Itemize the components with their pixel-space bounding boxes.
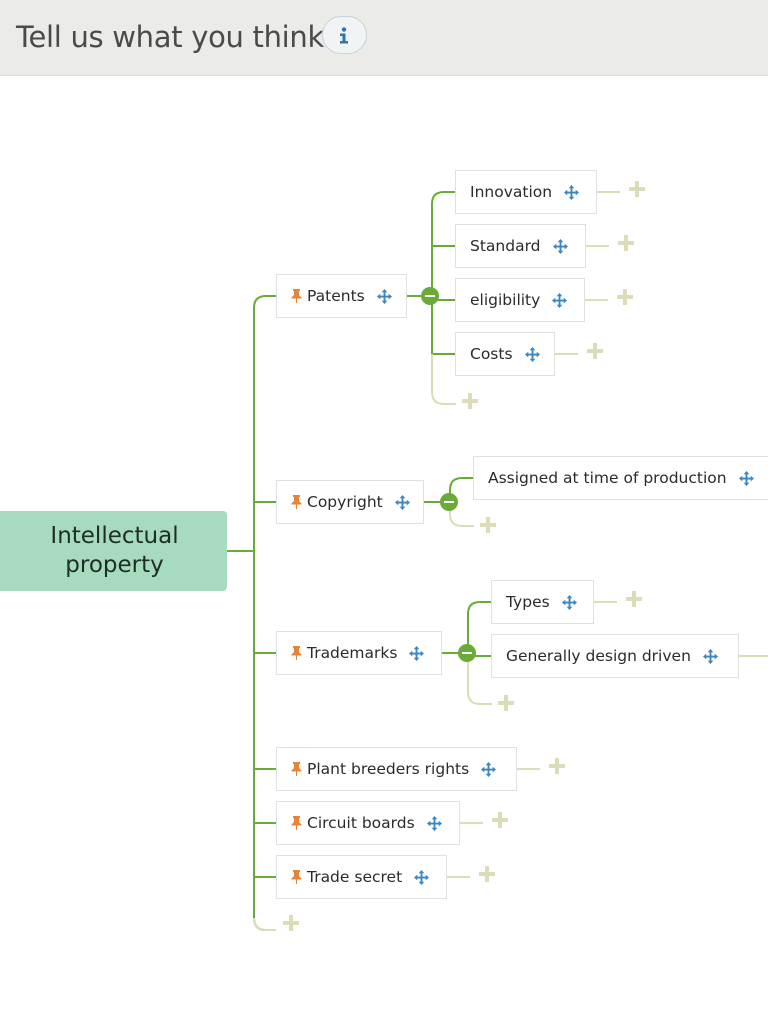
node-innovation[interactable]: Innovation <box>455 170 597 214</box>
move-icon[interactable] <box>561 594 577 610</box>
add-icon[interactable] <box>617 289 633 305</box>
node-label: Types <box>506 593 550 611</box>
pin-icon <box>291 870 302 884</box>
node-label: Copyright <box>307 493 383 511</box>
add-icon[interactable] <box>492 812 508 828</box>
add-icon[interactable] <box>283 915 299 931</box>
move-icon[interactable] <box>481 761 497 777</box>
page-title: Tell us what you think <box>16 20 325 54</box>
collapse-icon[interactable] <box>421 287 439 305</box>
node-trade-secret[interactable]: Trade secret <box>276 855 447 899</box>
add-icon[interactable] <box>480 517 496 533</box>
node-standard[interactable]: Standard <box>455 224 586 268</box>
add-icon[interactable] <box>629 181 645 197</box>
move-icon[interactable] <box>414 869 430 885</box>
node-assigned-at-time-of-production[interactable]: Assigned at time of production <box>473 456 768 500</box>
pin-icon <box>291 646 302 660</box>
node-circuit-boards[interactable]: Circuit boards <box>276 801 460 845</box>
move-icon[interactable] <box>552 292 568 308</box>
info-button[interactable] <box>322 16 367 54</box>
node-generally-design-driven[interactable]: Generally design driven <box>491 634 739 678</box>
move-icon[interactable] <box>409 645 425 661</box>
add-icon[interactable] <box>626 591 642 607</box>
move-icon[interactable] <box>524 346 540 362</box>
header-bar: Tell us what you think <box>0 0 768 76</box>
add-icon[interactable] <box>462 393 478 409</box>
move-icon[interactable] <box>426 815 442 831</box>
node-label: eligibility <box>470 291 541 309</box>
node-types[interactable]: Types <box>491 580 594 624</box>
node-costs[interactable]: Costs <box>455 332 555 376</box>
add-icon[interactable] <box>498 695 514 711</box>
node-plant-breeders-rights[interactable]: Plant breeders rights <box>276 747 517 791</box>
add-icon[interactable] <box>549 758 565 774</box>
move-icon[interactable] <box>376 288 392 304</box>
node-label: Circuit boards <box>307 814 415 832</box>
node-label: Plant breeders rights <box>307 760 470 778</box>
add-icon[interactable] <box>479 866 495 882</box>
collapse-icon[interactable] <box>440 493 458 511</box>
pin-icon <box>291 289 302 303</box>
move-icon[interactable] <box>738 470 754 486</box>
collapse-icon[interactable] <box>458 644 476 662</box>
node-label: Trademarks <box>307 644 398 662</box>
pin-icon <box>291 495 302 509</box>
node-trademarks[interactable]: Trademarks <box>276 631 442 675</box>
add-icon[interactable] <box>618 235 634 251</box>
pin-icon <box>291 816 302 830</box>
node-label: Patents <box>307 287 365 305</box>
node-eligibility[interactable]: eligibility <box>455 278 585 322</box>
add-icon[interactable] <box>587 343 603 359</box>
node-label: Costs <box>470 345 513 363</box>
move-icon[interactable] <box>702 648 718 664</box>
root-node-label: Intellectual property <box>50 523 179 578</box>
node-copyright[interactable]: Copyright <box>276 480 424 524</box>
node-label: Assigned at time of production <box>488 469 727 487</box>
move-icon[interactable] <box>564 184 580 200</box>
pin-icon <box>291 762 302 776</box>
root-node[interactable]: Intellectual property <box>0 511 227 591</box>
move-icon[interactable] <box>394 494 410 510</box>
move-icon[interactable] <box>552 238 568 254</box>
node-label: Trade secret <box>307 868 403 886</box>
node-label: Generally design driven <box>506 647 691 665</box>
node-label: Innovation <box>470 183 553 201</box>
info-icon <box>340 27 348 44</box>
node-patents[interactable]: Patents <box>276 274 407 318</box>
node-label: Standard <box>470 237 541 255</box>
